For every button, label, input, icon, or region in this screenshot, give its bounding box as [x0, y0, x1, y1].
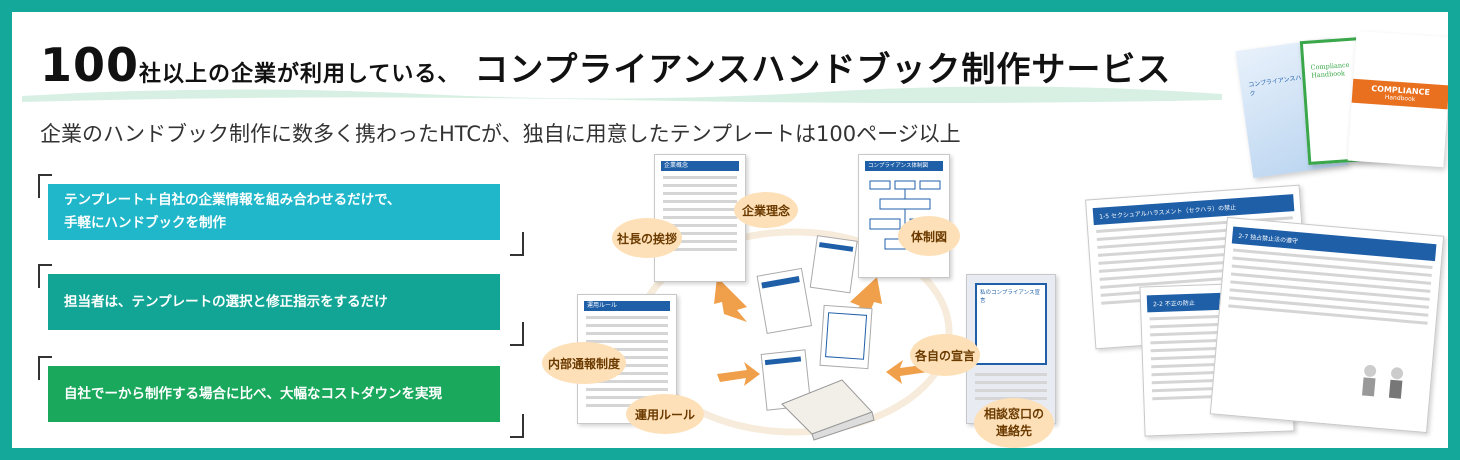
feature-item-3: 自社でーから制作する場合に比べ、大幅なコストダウンを実現	[38, 356, 524, 438]
feature-item-2: 担当者は、テンプレートの選択と修正指示をするだけ	[38, 264, 524, 346]
bubble-structure: 体制図	[898, 216, 960, 256]
doc-my-compliance: 私のコンプライアンス宣言	[966, 274, 1056, 424]
feature-text-line1: テンプレート＋自社の企業情報を組み合わせるだけで、	[64, 192, 401, 209]
doc-title: 運用ルール	[584, 301, 670, 311]
section-number: 2-2	[1152, 300, 1163, 309]
bracket-bottom-right	[510, 232, 524, 256]
bubble-contact-line2: 連絡先	[995, 424, 1032, 438]
brush-stroke-decoration	[22, 86, 1222, 103]
feature-box: テンプレート＋自社の企業情報を組み合わせるだけで、 手軽にハンドブックを制作	[48, 184, 500, 240]
bubble-operation-rules: 運用ルール	[626, 394, 704, 434]
bracket-bottom-right	[510, 322, 524, 346]
feature-text-line2: 手軽にハンドブックを制作	[64, 215, 226, 231]
bracket-top-left	[38, 264, 52, 288]
doc-title: コンプライアンス体制図	[865, 161, 943, 171]
center-pages	[756, 235, 875, 441]
section-number: 1-5	[1099, 213, 1110, 221]
bubble-contact: 相談窓口の 連絡先	[974, 398, 1054, 448]
bracket-top-left	[38, 174, 52, 198]
subtitle: 企業のハンドブック制作に数多く携わったHTCが、独自に用意したテンプレートは10…	[40, 122, 961, 146]
people-illustration	[1362, 364, 1404, 399]
bracket-bottom-right	[510, 414, 524, 438]
doc-compliance-system: コンプライアンス体制図	[858, 154, 950, 278]
headline-service: コンプライアンスハンドブック制作サービス	[474, 50, 1172, 90]
feature-box: 自社でーから制作する場合に比べ、大幅なコストダウンを実現	[48, 366, 500, 422]
section-title: 不正の防止	[1164, 299, 1195, 308]
bubble-contact-line1: 相談窓口の	[983, 407, 1044, 422]
banner-content: 100社以上の企業が利用している、コンプライアンスハンドブック制作サービス 企業…	[12, 12, 1448, 448]
bracket-top-left	[38, 356, 52, 380]
cycle-illustration	[635, 228, 953, 441]
bubble-whistleblower: 内部通報制度	[542, 342, 626, 384]
book-band: COMPLIANCE Handbook	[1351, 78, 1448, 110]
section-number: 2-7	[1238, 232, 1249, 241]
doc-title: 私のコンプライアンス宣言	[980, 290, 1041, 304]
feature-text-line1: 担当者は、テンプレートの選択と修正指示をするだけ	[64, 293, 388, 310]
feature-box: 担当者は、テンプレートの選択と修正指示をするだけ	[48, 274, 500, 330]
headline-number: 100	[40, 38, 140, 92]
bubble-declaration: 各自の宣言	[910, 334, 980, 376]
bubble-president-greeting: 社長の挨拶	[612, 218, 682, 258]
headline-middle: 社以上の企業が利用している、	[139, 62, 461, 87]
doc-title: 企業概念	[661, 161, 739, 171]
section-title: セクシュアルハラスメント（セクハラ）の禁止	[1110, 204, 1237, 220]
bubble-philosophy: 企業理念	[734, 192, 798, 228]
spread-heading: 2-7 独占禁止法の遵守	[1231, 226, 1437, 262]
book-orange: COMPLIANCE Handbook	[1347, 30, 1448, 168]
doc-company-overview: 企業概念	[654, 154, 746, 282]
feature-text-line1: 自社でーから制作する場合に比べ、大幅なコストダウンを実現	[64, 385, 442, 402]
section-title: 独占禁止法の遵守	[1249, 233, 1299, 246]
headline: 100社以上の企業が利用している、コンプライアンスハンドブック制作サービス	[40, 38, 1171, 92]
feature-item-1: テンプレート＋自社の企業情報を組み合わせるだけで、 手軽にハンドブックを制作	[38, 174, 524, 256]
spread-right-page: 2-7 独占禁止法の遵守	[1209, 216, 1445, 434]
